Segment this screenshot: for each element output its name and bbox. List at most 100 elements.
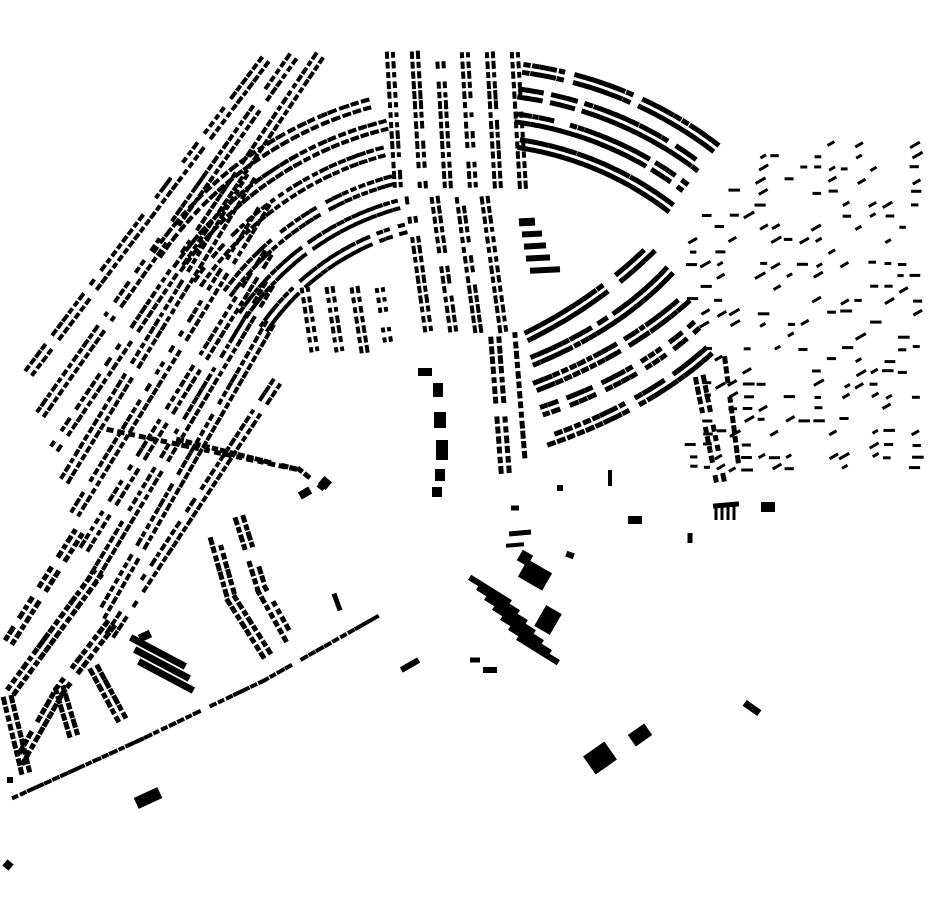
building	[455, 206, 461, 214]
building	[415, 275, 421, 285]
building	[67, 767, 78, 775]
building	[459, 52, 465, 59]
building	[286, 89, 293, 97]
building	[466, 161, 471, 169]
building	[420, 265, 426, 273]
building	[249, 408, 256, 415]
building	[61, 543, 69, 551]
building	[383, 227, 391, 233]
building	[243, 523, 250, 532]
building	[141, 584, 149, 594]
building	[352, 193, 361, 200]
building	[771, 462, 783, 471]
building	[311, 325, 317, 333]
buildings-layer	[0, 50, 924, 871]
building	[217, 160, 226, 169]
building	[188, 201, 196, 210]
building	[174, 520, 182, 529]
building	[588, 155, 599, 164]
building	[269, 163, 281, 174]
building	[109, 707, 117, 716]
building	[393, 101, 399, 108]
building	[673, 330, 684, 341]
building	[758, 188, 769, 196]
building	[210, 263, 219, 272]
building	[120, 711, 129, 720]
building	[228, 315, 236, 323]
building	[86, 399, 93, 408]
building	[729, 415, 736, 424]
building	[868, 441, 880, 450]
building	[86, 652, 95, 661]
building	[492, 72, 497, 78]
building	[702, 381, 712, 385]
building	[228, 449, 237, 457]
building	[462, 91, 467, 100]
building	[553, 428, 564, 437]
building	[828, 189, 838, 193]
building	[96, 625, 106, 636]
building	[383, 306, 389, 312]
building	[266, 253, 274, 262]
building	[156, 562, 164, 571]
building	[207, 175, 216, 184]
building	[476, 314, 482, 323]
building	[144, 298, 152, 306]
building	[277, 306, 287, 317]
building	[265, 118, 273, 128]
building	[357, 124, 368, 131]
building	[703, 442, 712, 446]
building	[169, 528, 177, 536]
building	[652, 111, 664, 121]
building	[494, 305, 500, 314]
building	[647, 381, 661, 393]
building	[412, 256, 418, 263]
building	[909, 273, 921, 277]
building	[470, 265, 476, 273]
building	[138, 225, 146, 234]
building	[39, 397, 49, 408]
building	[272, 619, 280, 628]
building	[416, 285, 422, 294]
building	[154, 237, 162, 244]
building	[195, 502, 204, 511]
building	[436, 205, 442, 214]
building	[324, 286, 330, 295]
building	[843, 382, 851, 389]
building	[95, 384, 104, 394]
building	[756, 382, 766, 386]
building	[470, 657, 480, 663]
building	[870, 367, 879, 375]
building	[186, 149, 194, 157]
building	[105, 513, 112, 522]
building	[78, 304, 86, 313]
building	[177, 329, 185, 338]
building	[320, 267, 329, 276]
building	[444, 121, 450, 129]
building	[122, 561, 129, 569]
building	[630, 292, 641, 302]
building	[245, 182, 254, 191]
building	[225, 456, 234, 466]
building	[526, 334, 538, 343]
building	[442, 81, 447, 89]
building	[26, 595, 35, 605]
building	[596, 87, 608, 96]
building	[245, 268, 254, 277]
building	[164, 502, 173, 512]
building	[73, 448, 81, 458]
building	[223, 401, 231, 410]
building	[98, 550, 107, 560]
building	[498, 181, 503, 189]
building	[302, 175, 311, 183]
building	[85, 640, 94, 649]
building	[184, 333, 192, 342]
building	[130, 406, 138, 414]
building	[571, 369, 582, 378]
building	[297, 222, 307, 230]
building	[186, 403, 195, 413]
building	[19, 738, 26, 748]
building	[286, 262, 296, 272]
building	[492, 81, 498, 89]
building	[199, 483, 207, 491]
